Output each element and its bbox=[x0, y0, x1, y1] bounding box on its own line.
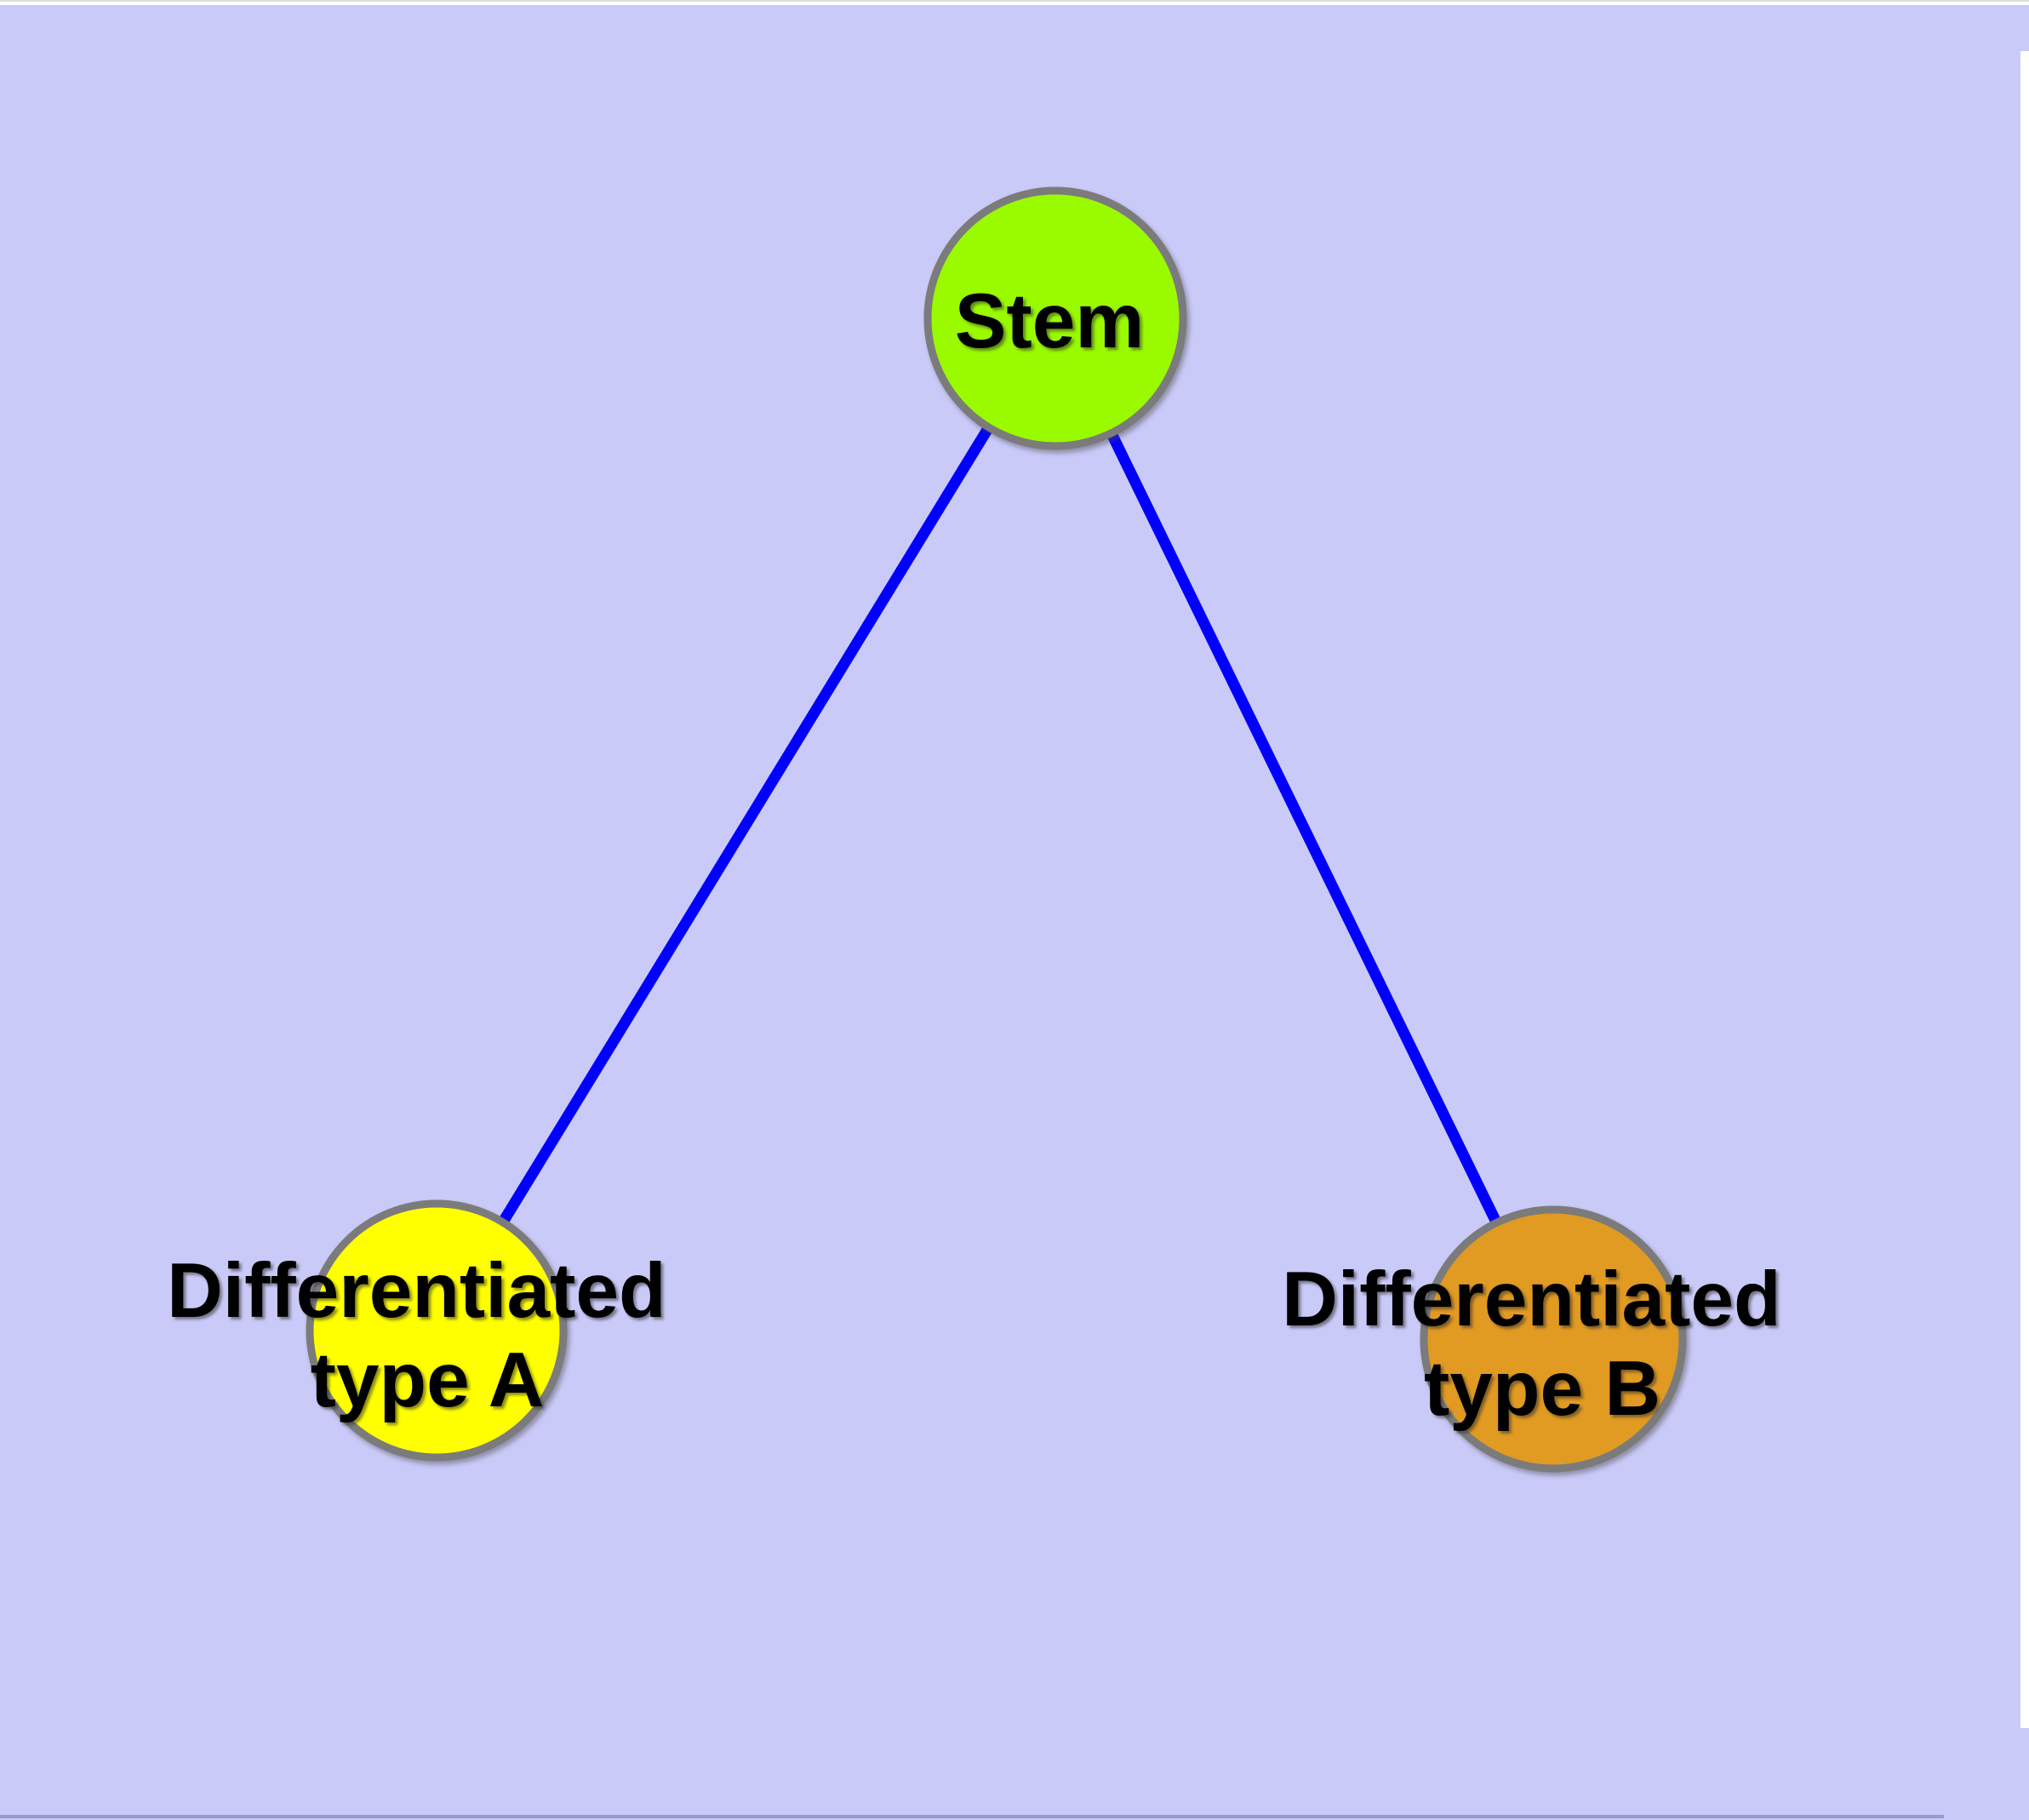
node-differentiated-type-a bbox=[306, 1199, 568, 1462]
node-label-stem: Stem bbox=[955, 278, 1145, 364]
node-label-differentiated-type-b: Differentiated type B bbox=[1282, 1256, 1803, 1432]
node-differentiated-type-b bbox=[1420, 1205, 1687, 1473]
node-label-differentiated-type-a: Differentiated type A bbox=[167, 1248, 688, 1423]
node-label-type-b-line2: type B bbox=[1424, 1346, 1660, 1432]
node-label-type-a-line2: type A bbox=[311, 1337, 545, 1423]
node-label-type-b-line1: Differentiated bbox=[1282, 1256, 1781, 1342]
node-stem bbox=[923, 186, 1187, 450]
edge-stem-to-type-b bbox=[1050, 316, 1558, 1342]
right-white-margin bbox=[2020, 51, 2029, 1728]
node-label-type-a-line1: Differentiated bbox=[167, 1248, 666, 1334]
bottom-edge-hairline bbox=[0, 1815, 1944, 1818]
top-edge-hairline bbox=[0, 0, 2029, 2]
edge-stem-to-type-a bbox=[432, 315, 1060, 1334]
